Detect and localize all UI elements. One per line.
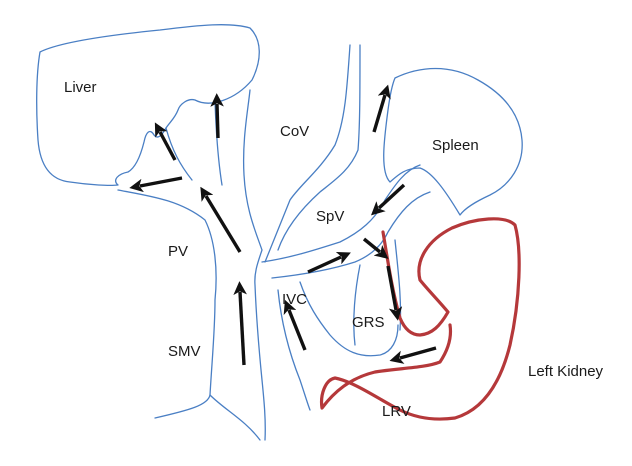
label-lrv: LRV xyxy=(382,403,411,420)
coronary-vein-right-wall xyxy=(277,44,361,251)
coronary-vein-left-wall xyxy=(264,44,351,263)
label-pv: PV xyxy=(168,243,188,260)
arrow-splenic-downward xyxy=(370,183,406,216)
liver-outline xyxy=(36,24,260,187)
label-spv: SpV xyxy=(316,208,344,225)
arrow-spleen-upward xyxy=(372,84,391,133)
smv-lower-branch xyxy=(209,394,261,441)
arrow-pv-to-liver xyxy=(200,186,242,253)
hepatic-branch-wall xyxy=(165,127,193,181)
ivc-right-wall xyxy=(299,281,399,357)
arrow-ivc-upward xyxy=(283,299,307,351)
label-cov: CoV xyxy=(280,123,309,140)
label-smv: SMV xyxy=(168,343,201,360)
label-liver: Liver xyxy=(64,79,97,96)
portal-vein-left-wall xyxy=(117,189,217,419)
splenic-vein-lower-wall xyxy=(271,191,431,279)
grs-wall xyxy=(353,264,361,346)
spleen-outline xyxy=(383,67,523,216)
label-grs: GRS xyxy=(352,314,385,331)
portal-vein-right-wall xyxy=(242,89,266,441)
label-ivc: IVC xyxy=(282,291,307,308)
arrow-liver-right-branch xyxy=(210,93,224,139)
arrow-grs-downward xyxy=(386,265,403,321)
hepatic-branch-wall-2 xyxy=(214,101,223,186)
arrow-smv-upward xyxy=(233,281,247,366)
arrow-liver-mid-branch xyxy=(154,122,177,161)
arrow-splenic-to-grs xyxy=(362,237,389,259)
arrow-lrv-to-ivc xyxy=(389,346,437,364)
splenic-vein-upper-wall xyxy=(261,164,421,263)
left-kidney-outline xyxy=(319,217,521,421)
arrow-splenic-to-pv xyxy=(307,251,351,274)
label-left-kidney: Left Kidney xyxy=(528,363,604,380)
arrow-liver-left-branch xyxy=(129,176,183,193)
label-spleen: Spleen xyxy=(432,137,479,154)
ivc-left-wall xyxy=(277,289,311,411)
